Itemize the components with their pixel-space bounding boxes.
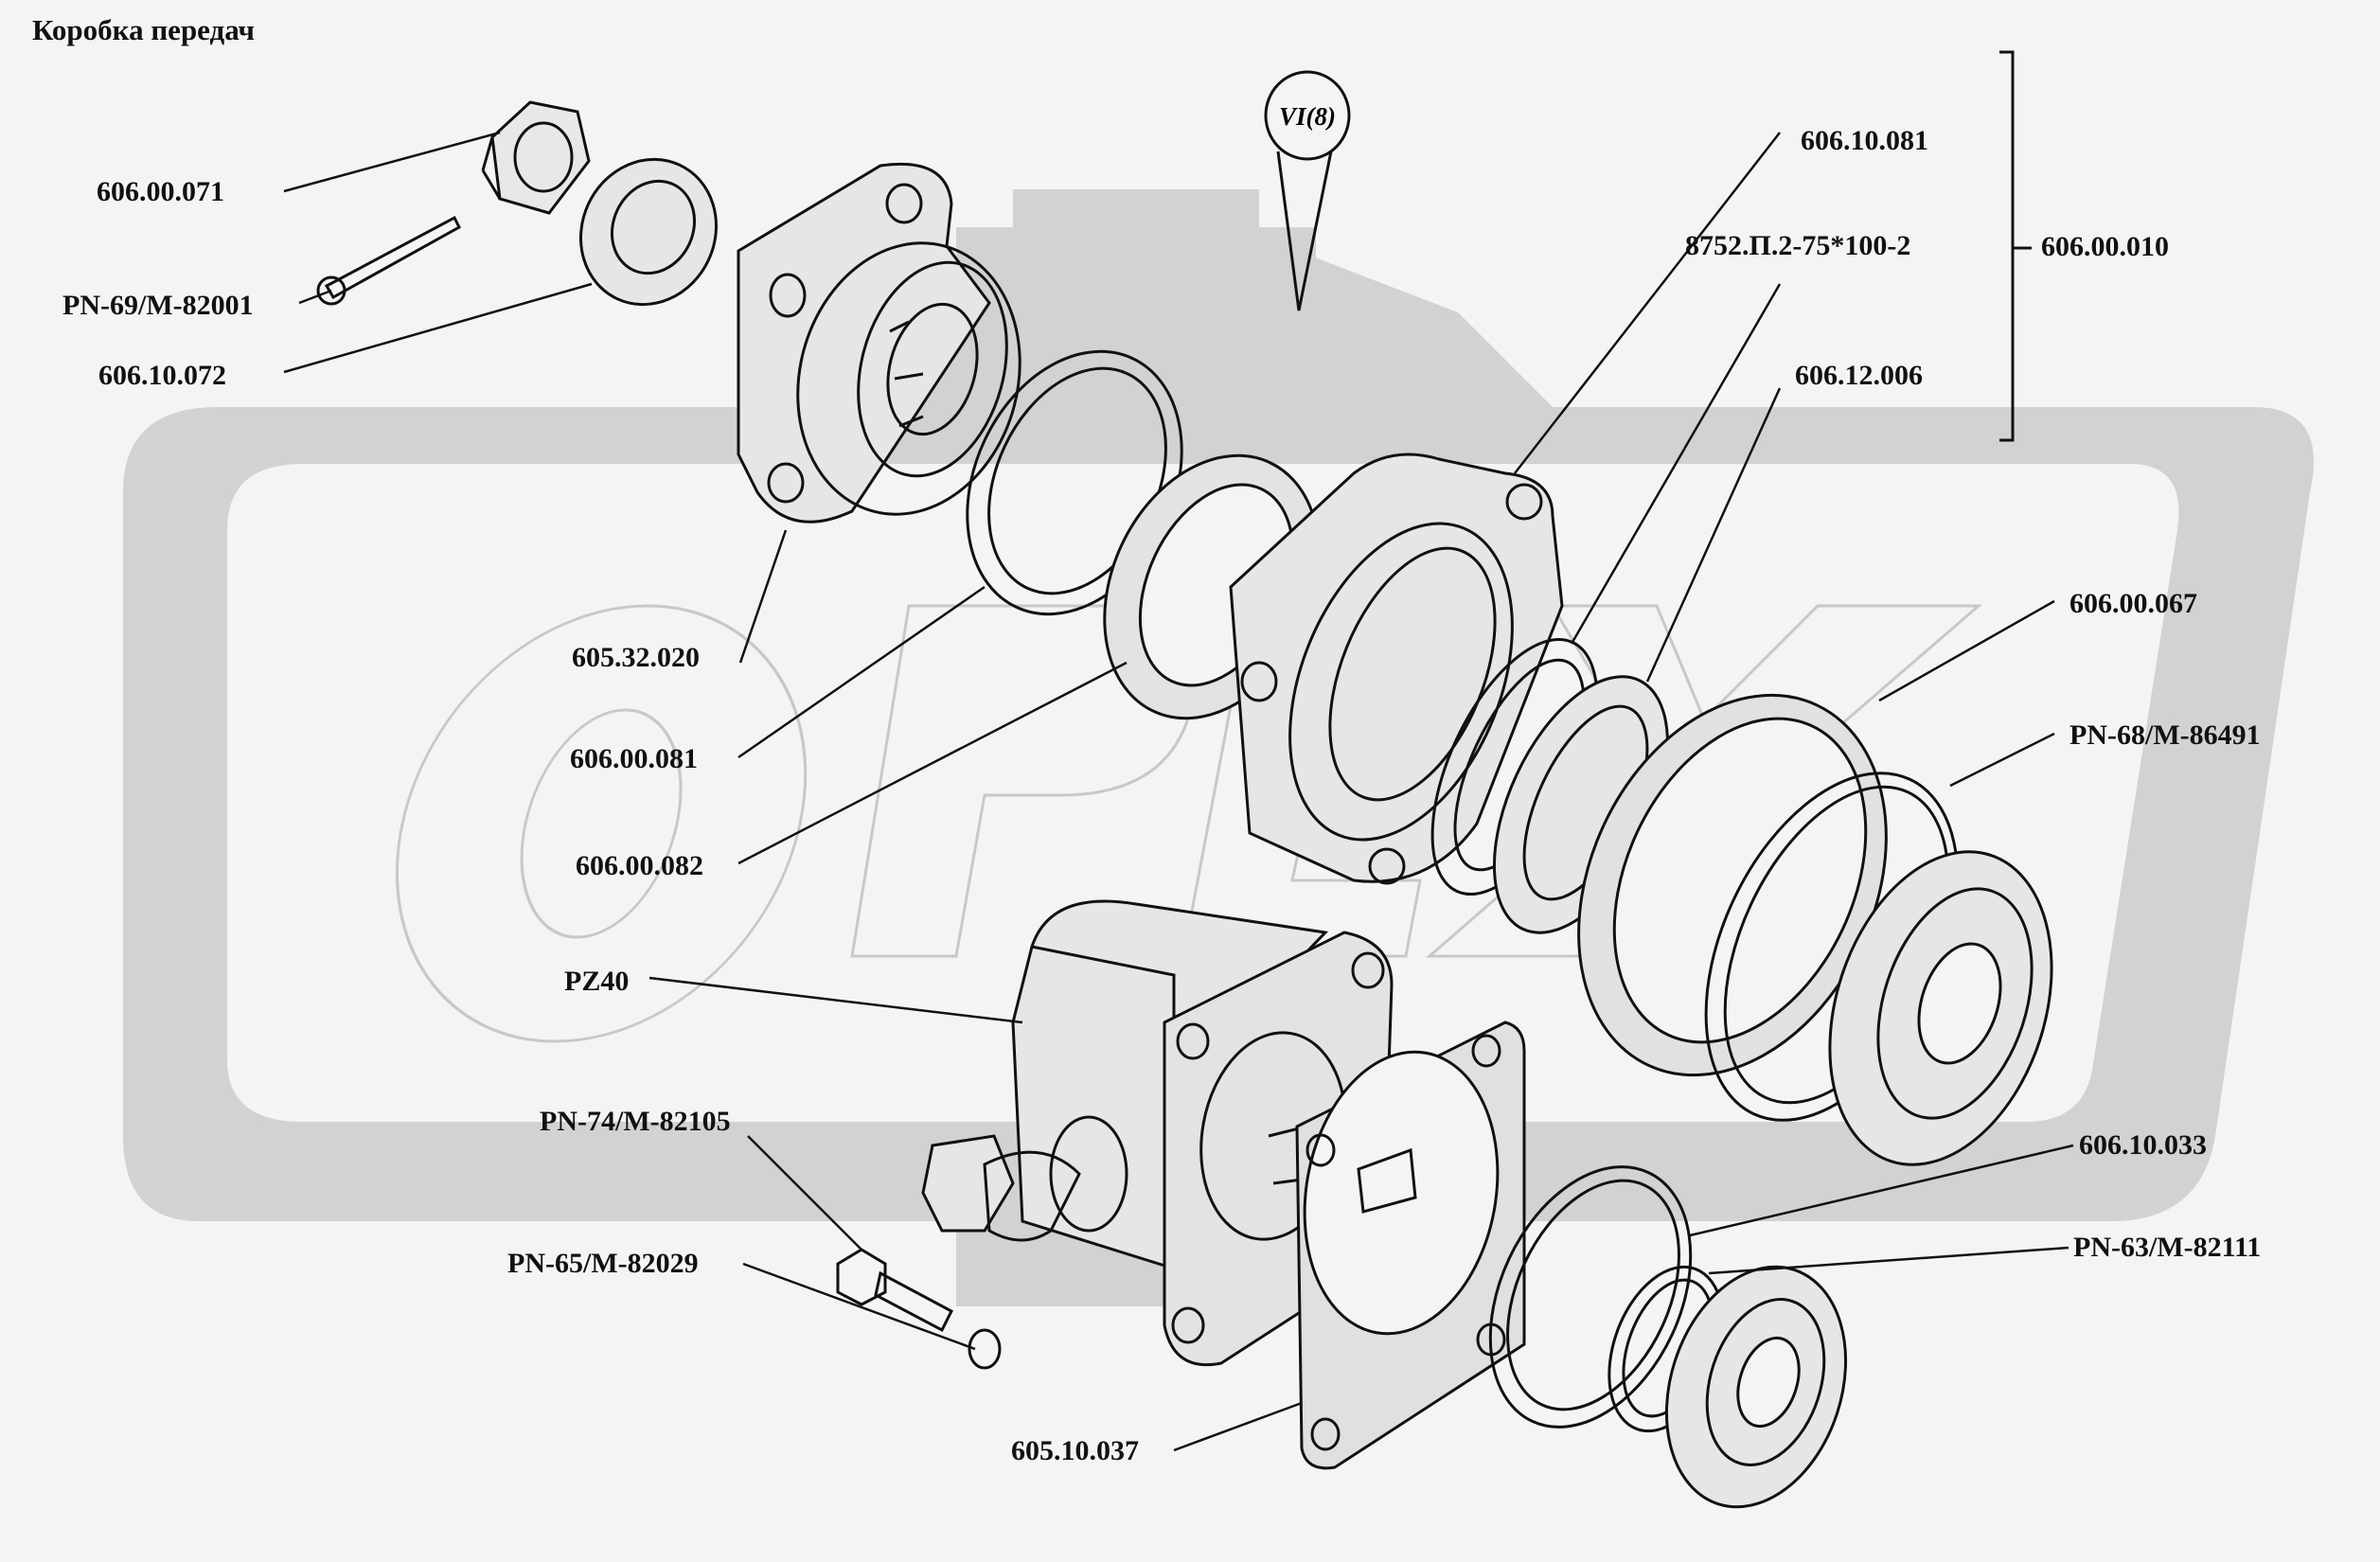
o-ring-606-10-033-part <box>1488 1165 1693 1429</box>
label-606-00-081: 606.00.081 <box>570 743 698 774</box>
label-pn68: PN-68/M-86491 <box>2069 719 2261 751</box>
label-606-00-071: 606.00.071 <box>97 176 224 207</box>
label-606-10-072: 606.10.072 <box>98 360 226 391</box>
label-606-10-081: 606.10.081 <box>1801 125 1928 156</box>
ball-bearing-small-part <box>1664 1265 1848 1509</box>
label-pn63: PN-63/M-82111 <box>2073 1232 2262 1263</box>
bearing-housing-part <box>1229 453 1564 885</box>
label-8752: 8752.П.2-75*100-2 <box>1685 230 1911 261</box>
washer-part <box>579 157 718 307</box>
label-pz40: PZ40 <box>564 966 630 997</box>
label-pn69: PN-69/M-82001 <box>62 290 254 321</box>
label-pn65: PN-65/M-82029 <box>507 1248 699 1279</box>
label-606-10-033: 606.10.033 <box>2079 1129 2207 1161</box>
label-605-32-020: 605.32.020 <box>572 642 700 673</box>
label-606-12-006: 606.12.006 <box>1795 360 1923 391</box>
label-605-10-037: 605.10.037 <box>1011 1435 1139 1466</box>
assembly-bracket <box>1999 50 2015 442</box>
nut-part <box>481 100 591 215</box>
label-assembly-606-00-010: 606.00.010 <box>2041 231 2169 262</box>
parts-linework <box>316 100 2053 1509</box>
cotter-pin-part <box>316 215 461 306</box>
flange-part <box>737 162 1021 524</box>
gasket-606-00-067-part <box>1577 693 1888 1077</box>
view-reference-balloon: VI(8) <box>1264 70 1351 311</box>
cover-plate-part <box>1295 1021 1526 1470</box>
view-reference-text: VI(8) <box>1279 102 1336 131</box>
ball-bearing-large-part <box>1828 850 2053 1166</box>
label-606-00-082: 606.00.082 <box>576 850 703 881</box>
leader-lines <box>283 131 2074 1452</box>
label-pn74: PN-74/M-82105 <box>540 1106 731 1137</box>
label-606-00-067: 606.00.067 <box>2069 588 2197 619</box>
page-title: Коробка передач <box>32 13 255 46</box>
